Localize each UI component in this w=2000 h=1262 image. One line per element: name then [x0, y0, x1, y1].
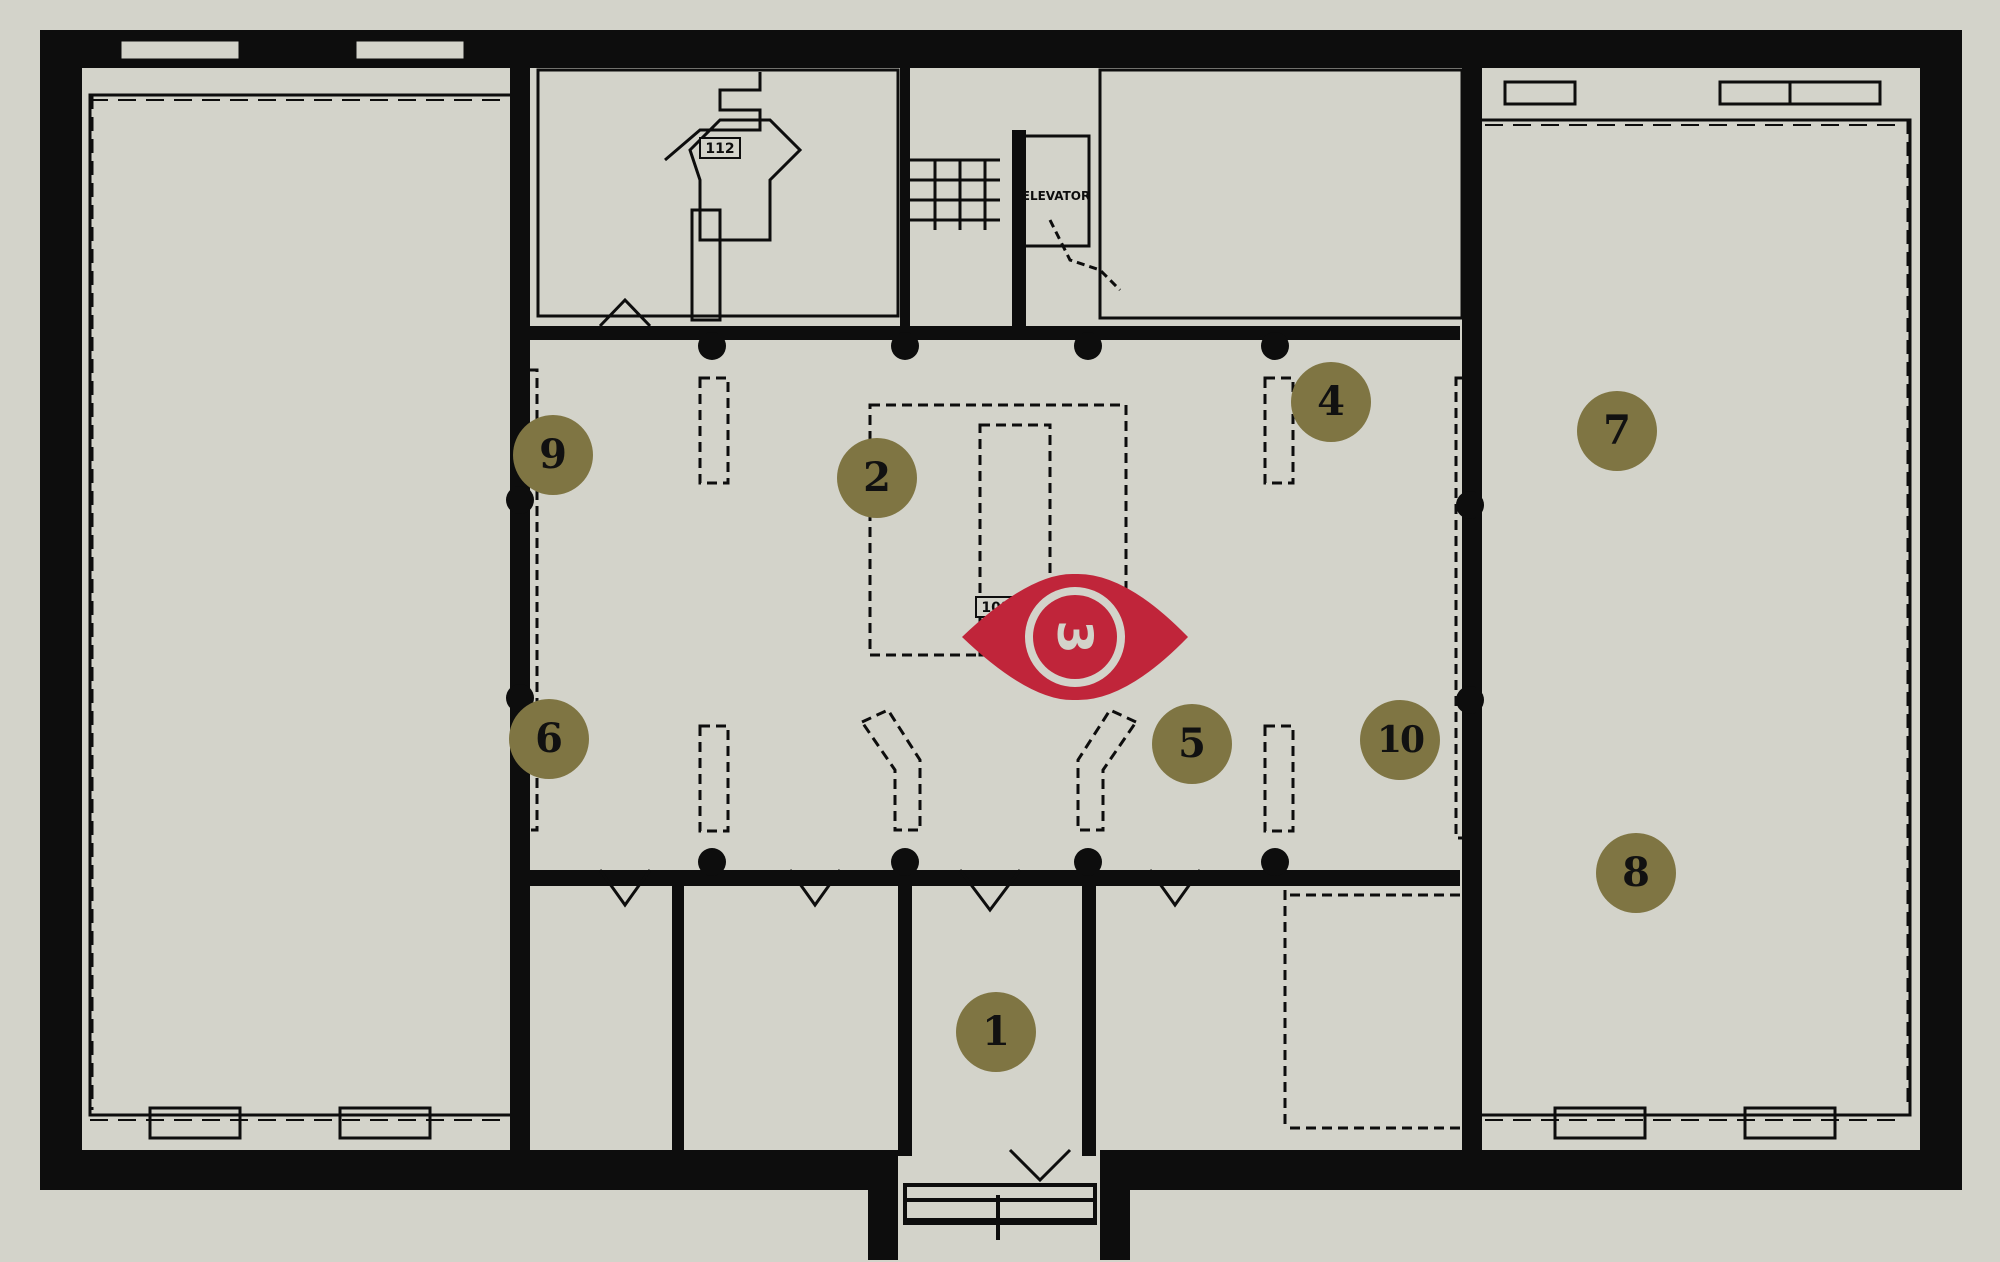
marker-5[interactable]: 5 [1152, 704, 1232, 784]
marker-7[interactable]: 7 [1577, 391, 1657, 471]
badge-number: 3 [1046, 620, 1102, 653]
room-tag-elevator: ELEVATOR [1022, 189, 1091, 203]
outer-walls [40, 30, 1962, 1260]
badge-core-circle [1033, 595, 1117, 679]
room-tags: 112 101 ELEVATOR [699, 137, 1091, 618]
marker-4[interactable]: 4 [1291, 362, 1371, 442]
stairs [910, 158, 1000, 230]
marker-9[interactable]: 9 [513, 415, 593, 495]
upper-rooms [536, 68, 1464, 322]
porch [903, 1183, 1097, 1240]
marker-6[interactable]: 6 [509, 699, 589, 779]
windows [118, 38, 1882, 1140]
room-tag-112: 112 [705, 141, 734, 157]
location-badge-icon[interactable]: 3 [960, 572, 1190, 702]
marker-1[interactable]: 1 [956, 992, 1036, 1072]
marker-8[interactable]: 8 [1596, 833, 1676, 913]
columns [506, 332, 1484, 876]
outer-dashes [90, 99, 1905, 1121]
door-swings [598, 297, 1202, 1183]
hall-fixtures [511, 130, 1482, 1130]
inner-walls [510, 68, 1482, 1158]
marker-2[interactable]: 2 [837, 438, 917, 518]
marker-10[interactable]: 10 [1360, 700, 1440, 780]
